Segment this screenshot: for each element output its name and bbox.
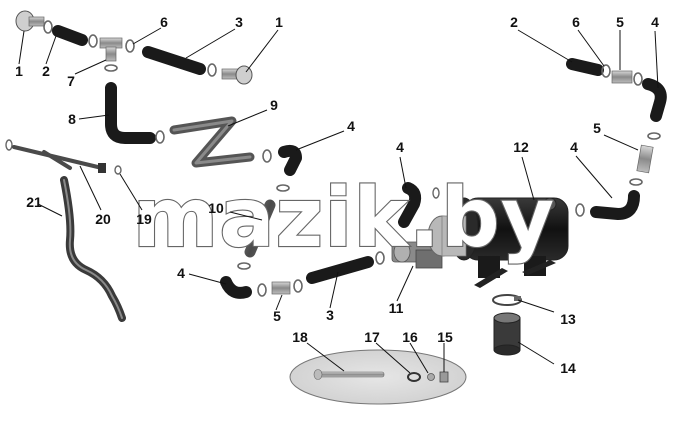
callout-6: 6: [572, 14, 580, 30]
kit-oval: [289, 349, 467, 405]
tube-20: [12, 145, 104, 170]
callout-4: 4: [177, 265, 185, 281]
callout-12: 12: [513, 139, 529, 155]
bolt-18: [313, 369, 385, 380]
callout-5: 5: [593, 120, 601, 136]
callout-4: 4: [347, 118, 355, 134]
callout-7: 7: [67, 73, 75, 89]
callout-5: 5: [273, 308, 281, 324]
washer-16: [427, 373, 435, 381]
elbow-4-center: [398, 182, 422, 228]
clamp: [375, 251, 385, 265]
callout-1: 1: [15, 63, 23, 79]
nut-15: [439, 371, 449, 383]
callout-5: 5: [616, 14, 624, 30]
callout-4: 4: [396, 139, 404, 155]
hose-3-top: [142, 46, 206, 75]
clamp-13: [492, 294, 522, 306]
callout-3: 3: [326, 307, 334, 323]
callout-17: 17: [364, 329, 380, 345]
callout-14: 14: [560, 360, 576, 376]
watermark: mazik.by: [133, 171, 555, 266]
callout-labels: 1 2 6 7 3 1 8 9 4 21 20 19 10 4 2 6 5 4 …: [15, 14, 659, 376]
callout-11: 11: [389, 300, 404, 316]
clamp: [293, 279, 303, 293]
fitting-1-left: [15, 10, 45, 32]
callout-9: 9: [270, 97, 278, 113]
leader-lines: [18, 27, 659, 374]
clamp: [257, 283, 267, 297]
callout-21: 21: [26, 194, 42, 210]
connector-5-right-mid: [636, 144, 654, 174]
clamp: [88, 34, 98, 48]
hose-10: [244, 199, 276, 258]
hose-2-right: [566, 58, 604, 76]
hose-3-lower: [306, 256, 374, 284]
heater-12: [427, 197, 585, 288]
callout-8: 8: [68, 111, 76, 127]
clamp-6: [125, 39, 135, 53]
callout-6: 6: [160, 14, 168, 30]
callout-1: 1: [275, 14, 283, 30]
elbow-4-mid: [278, 144, 302, 176]
right-assembly: [566, 58, 667, 220]
elbow-4-lower: [220, 276, 252, 299]
hose-8-elbow: [105, 82, 156, 144]
washer-17: [407, 372, 421, 382]
fitting-1-right: [221, 65, 253, 85]
callout-3: 3: [235, 14, 243, 30]
callout-4: 4: [651, 14, 659, 30]
pump-11: [391, 241, 443, 269]
clamp: [633, 72, 643, 86]
hose-2-top-left: [52, 25, 88, 46]
lower-left-assembly: [220, 199, 385, 299]
callout-2: 2: [510, 14, 518, 30]
left-assembly: [5, 139, 126, 322]
clamp: [155, 130, 165, 144]
elbow-4-right-top: [642, 78, 667, 122]
callout-19: 19: [136, 211, 152, 227]
callout-4: 4: [570, 139, 578, 155]
sleeve-14: [493, 312, 521, 356]
callout-16: 16: [402, 329, 418, 345]
elbow-4-right-low: [590, 190, 640, 220]
center-assembly: [391, 182, 443, 269]
connector-5-right: [611, 70, 633, 84]
callout-20: 20: [95, 211, 111, 227]
callout-15: 15: [437, 329, 453, 345]
clamp-6-right: [601, 64, 611, 78]
connector-5-lower: [271, 281, 291, 295]
callout-13: 13: [560, 311, 576, 327]
clamp: [104, 64, 118, 72]
clamp: [207, 63, 217, 77]
callout-18: 18: [292, 329, 308, 345]
clamp: [237, 262, 251, 270]
callout-10: 10: [208, 200, 224, 216]
clamp: [276, 184, 290, 192]
clamp: [43, 20, 53, 34]
top-left-assembly: [15, 10, 302, 192]
callout-2: 2: [42, 63, 50, 79]
tee-7: [99, 37, 123, 62]
clamp-19: [114, 165, 122, 175]
clamp: [262, 149, 272, 163]
